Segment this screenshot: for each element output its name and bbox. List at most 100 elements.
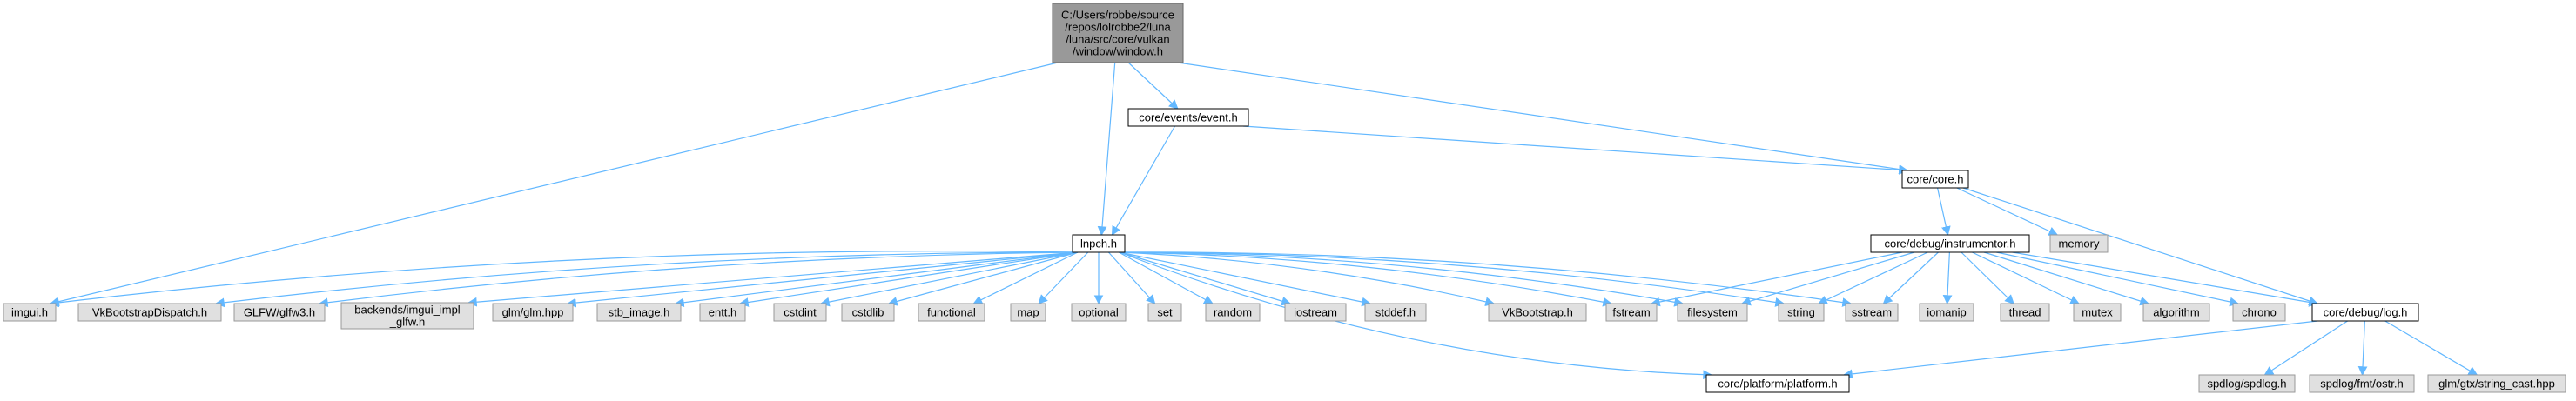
edge-instrumentor-to-algorithm [1983,251,2150,306]
node-iomanip: iomanip [1919,303,1974,322]
edge-lnpch-to-imgui [49,251,1079,308]
node-imguiimpl-label-line-0: backends/imgui_impl [354,304,461,317]
edge-instrumentor-to-fstream [1650,251,1903,307]
node-event-box [1127,108,1249,127]
node-cstdint-box [773,303,827,322]
node-instrumentor[interactable]: core/debug/instrumentor.h [1870,234,2030,253]
node-vkb: VkBootstrap.h [1488,303,1587,322]
node-stb: stb_image.h [596,303,682,322]
node-vkbd: VkBootstrapDispatch.h [77,303,222,322]
nodes-layer: C:/Users/robbe/source/repos/lolrobbe2/lu… [3,3,2566,393]
node-iostream: iostream [1284,303,1347,322]
node-imgui-label-line-0: imgui.h [11,306,48,319]
node-mutex-label-line-0: mutex [2082,306,2113,319]
node-glm: glm/glm.hpp [492,303,574,322]
node-set: set [1147,303,1182,322]
node-cstdint-label-line-0: cstdint [784,306,817,319]
node-cstdint: cstdint [773,303,827,322]
node-log-box [2311,303,2419,322]
edge-log-to-platform [1842,320,2318,379]
edge-log-to-strcast [2384,320,2478,376]
edge-lnpch-to-glfw [318,251,1079,308]
node-imgui-box [3,303,57,322]
node-string-box [1778,303,1825,322]
edge-window-to-event [1127,62,1179,110]
node-string-label-line-0: string [1787,306,1815,319]
node-window-box [1052,3,1184,63]
node-stddef-label-line-0: stddef.h [1375,306,1416,319]
node-core-box [1901,170,1969,189]
edge-lnpch-to-functional [972,251,1079,304]
node-memory: memory [2049,234,2109,253]
edge-lnpch-to-sstream [1119,251,1853,307]
node-core[interactable]: core/core.h [1901,170,1969,189]
node-functional-label-line-0: functional [927,306,976,319]
edge-lnpch-to-imguiimpl [467,251,1079,307]
edge-core-to-memory [1956,187,2059,236]
edge-lnpch-to-fstream [1119,251,1613,307]
node-stddef-box [1364,303,1427,322]
edge-instrumentor-to-chrono [1996,251,2240,307]
node-imguiimpl-label-line-1: _glfw.h [389,316,425,329]
node-instrumentor-label-line-0: core/debug/instrumentor.h [1884,237,2015,251]
edge-event-to-lnpch [1111,125,1176,236]
node-chrono-label-line-0: chrono [2242,306,2277,319]
node-core-label-line-0: core/core.h [1907,173,1963,186]
node-platform[interactable]: core/platform/platform.h [1705,374,1850,393]
edge-instrumentor-to-filesystem [1740,251,1915,306]
node-platform-label-line-0: core/platform/platform.h [1718,378,1837,391]
edge-log-to-spdlog [2263,320,2348,376]
node-thread-box [2000,303,2050,322]
node-memory-label-line-0: memory [2059,237,2100,251]
node-optional-label-line-0: optional [1079,306,1119,319]
node-strcast-label-line-0: glm/gtx/string_cast.hpp [2438,378,2555,391]
node-thread-label-line-0: thread [2009,306,2041,319]
node-filesystem: filesystem [1677,303,1748,322]
node-filesystem-box [1677,303,1748,322]
node-event[interactable]: core/events/event.h [1127,108,1249,127]
edge-lnpch-to-iostream [1119,251,1292,306]
edge-lnpch-to-set [1107,251,1156,304]
edge-lnpch-to-vkbd [214,251,1079,308]
node-iomanip-label-line-0: iomanip [1927,306,1967,319]
node-window-label-line-3: /window/window.h [1073,45,1163,58]
node-cstdlib-box [841,303,895,322]
edge-instrumentor-to-iomanip [1942,251,1953,305]
node-vkbd-label-line-0: VkBootstrapDispatch.h [92,306,207,319]
node-set-box [1147,303,1182,322]
node-glfw-box [233,303,326,322]
node-iomanip-box [1919,303,1974,322]
node-thread: thread [2000,303,2050,322]
node-lnpch[interactable]: lnpch.h [1072,234,1126,253]
node-functional-box [918,303,985,322]
node-event-label-line-0: core/events/event.h [1139,111,1237,124]
node-log[interactable]: core/debug/log.h [2311,303,2419,322]
node-imguiimpl-box [340,302,474,330]
node-memory-box [2049,234,2109,253]
node-vkb-box [1488,303,1587,322]
node-map-label-line-0: map [1017,306,1039,319]
node-platform-box [1705,374,1850,393]
node-fstream-box [1605,303,1658,322]
edge-lnpch-to-stb [674,251,1079,308]
node-window[interactable]: C:/Users/robbe/source/repos/lolrobbe2/lu… [1052,3,1184,63]
edges-layer [49,62,2478,380]
node-spdlog: spdlog/spdlog.h [2198,374,2296,393]
edge-log-to-ostr [2357,320,2368,377]
node-strcast: glm/gtx/string_cast.hpp [2427,374,2566,393]
edge-lnpch-to-cstdlib [887,251,1079,306]
node-map: map [1010,303,1046,322]
node-stb-label-line-0: stb_image.h [609,306,670,319]
edge-lnpch-to-cstdint [819,251,1079,307]
node-algorithm: algorithm [2142,303,2210,322]
node-spdlog-box [2198,374,2296,393]
node-glfw-label-line-0: GLFW/glfw3.h [244,306,315,319]
node-set-label-line-0: set [1157,306,1173,319]
edge-instrumentor-to-string [1818,251,1928,304]
edge-lnpch-to-random [1118,251,1214,304]
node-lnpch-label-line-0: lnpch.h [1080,237,1117,251]
node-cstdlib: cstdlib [841,303,895,322]
node-fstream-label-line-0: fstream [1612,306,1650,319]
edge-instrumentor-to-log [2012,251,2319,307]
node-string: string [1778,303,1825,322]
